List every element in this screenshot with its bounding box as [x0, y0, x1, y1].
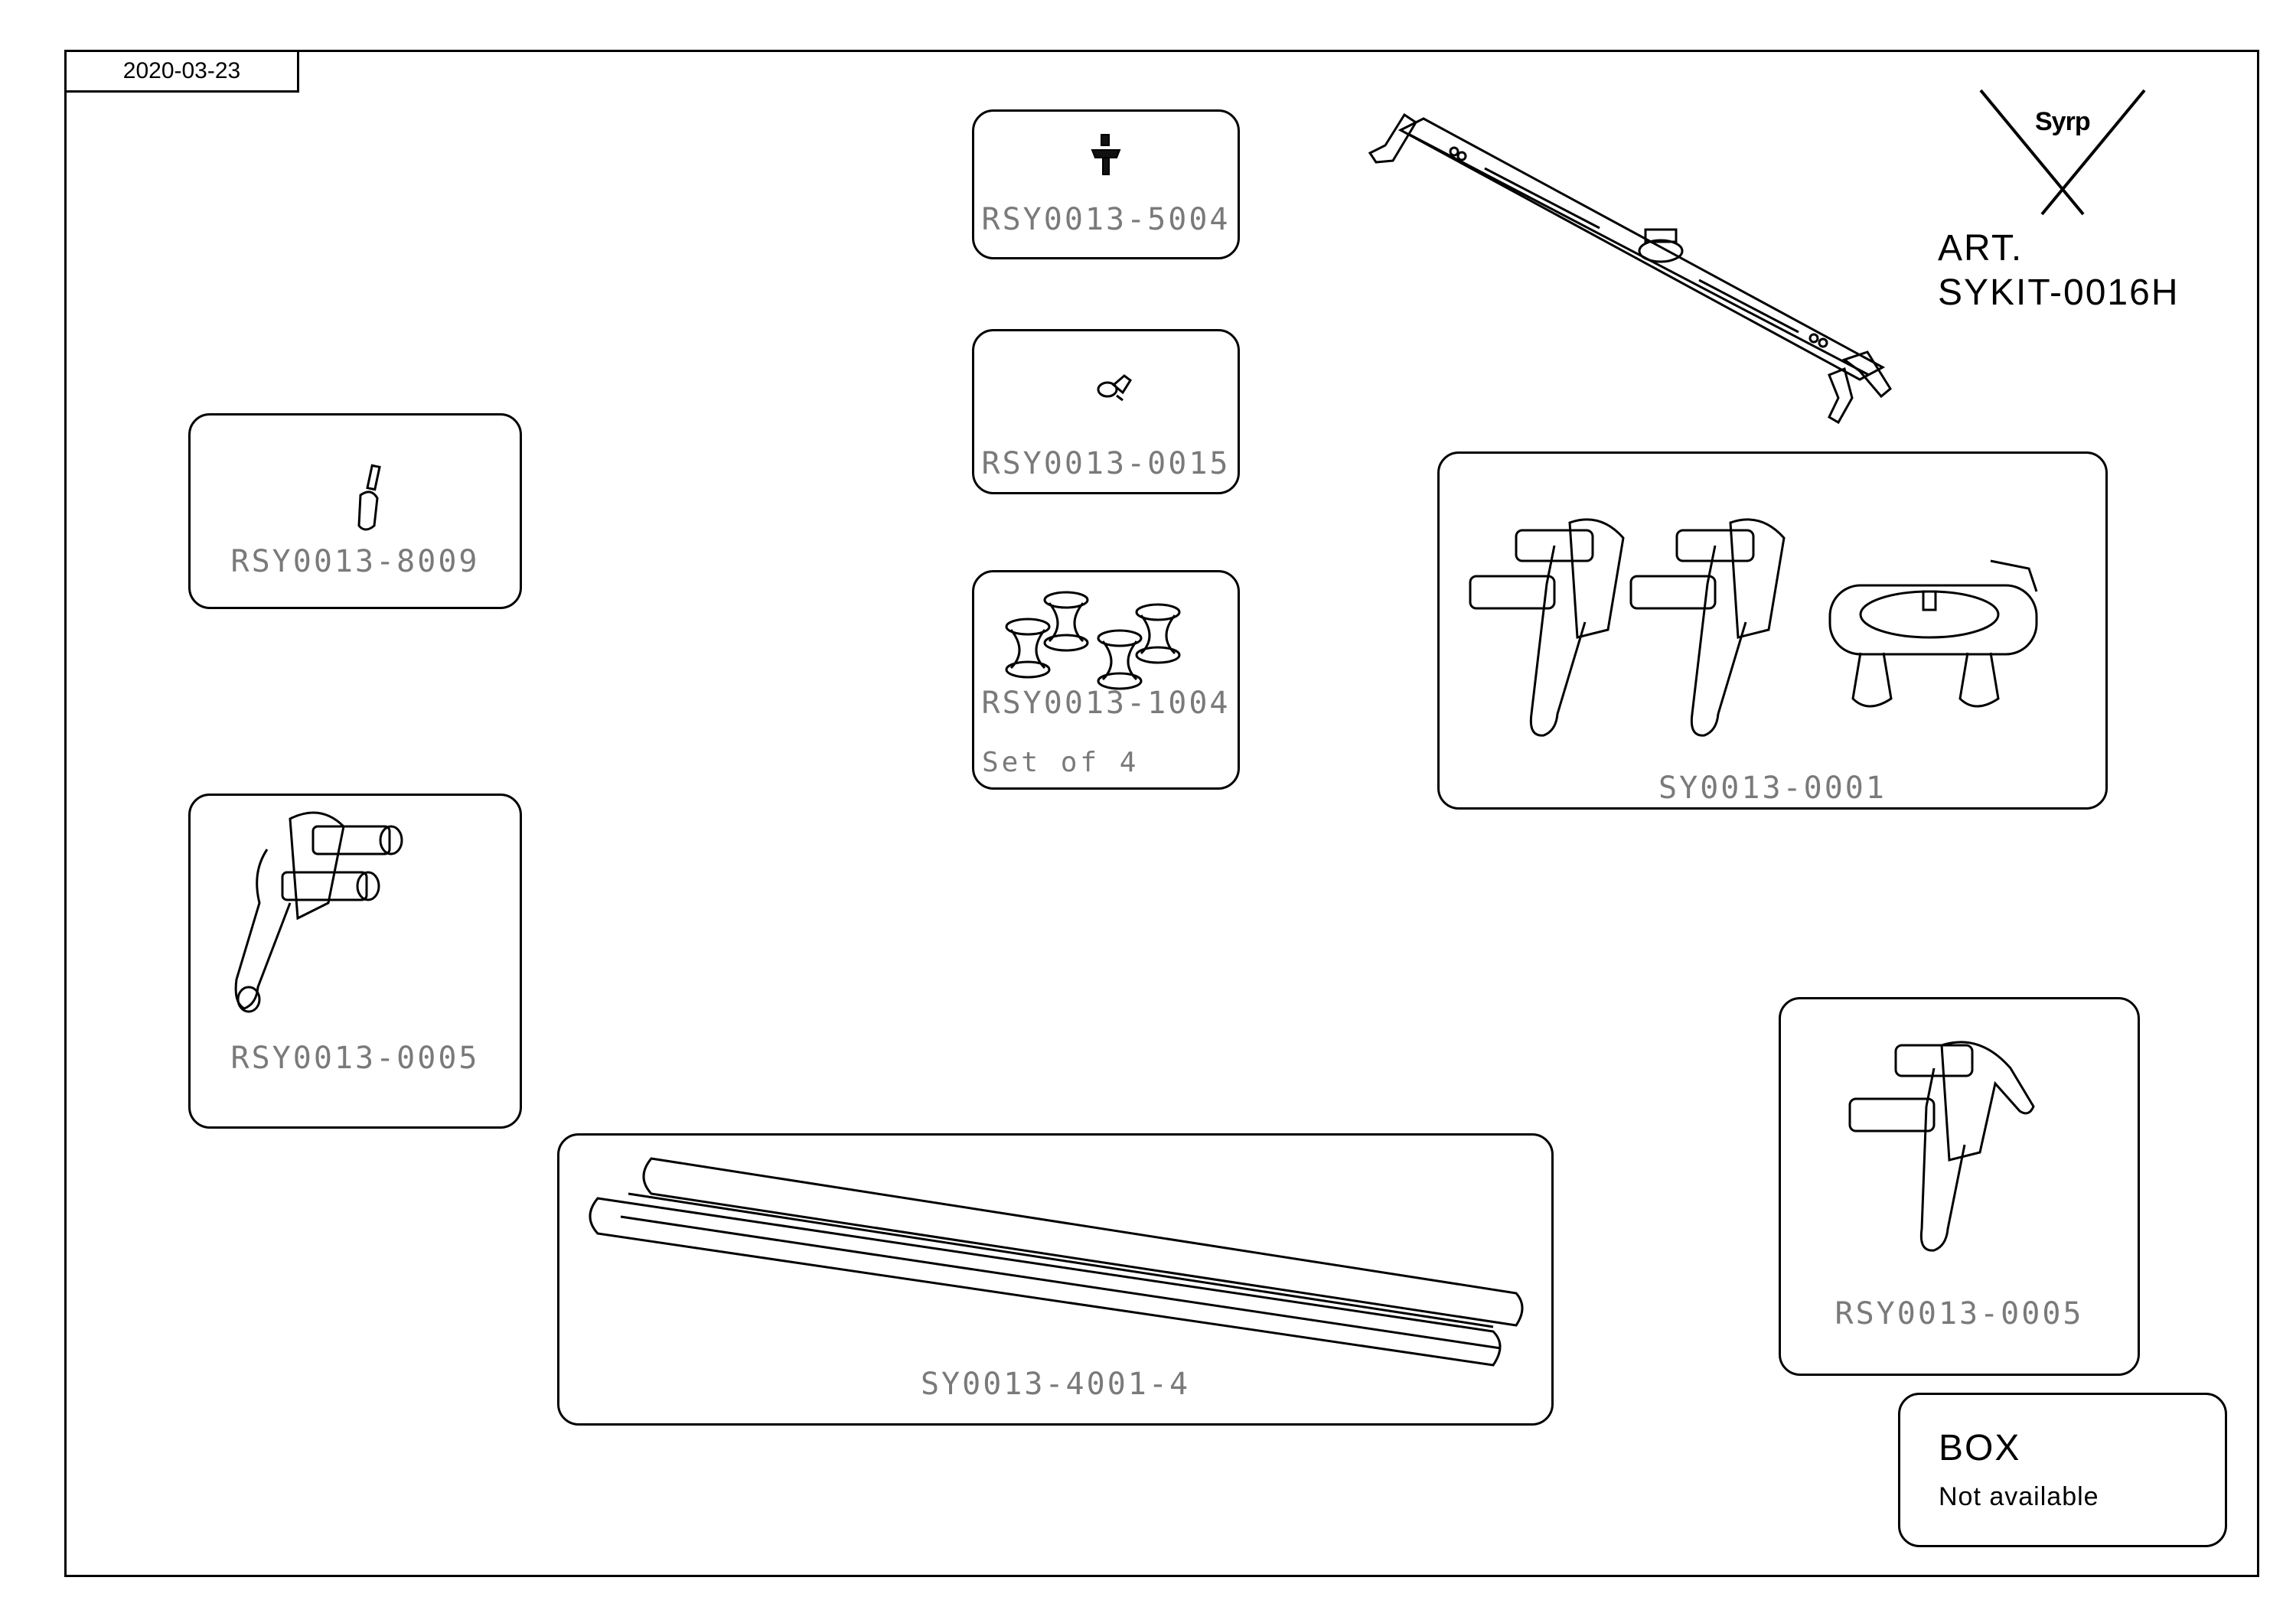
part-note: Set of 4 [982, 747, 1140, 778]
box-title: BOX [1939, 1428, 2021, 1468]
part-card-rsy0013-0005: RSY0013-0005 [188, 794, 522, 1129]
part-code: RSY0013-1004 [981, 686, 1231, 721]
wheel-set-icon [1005, 591, 1181, 690]
carriage-set-icon [1469, 518, 2038, 737]
date-label: 2020-03-23 [64, 50, 299, 93]
part-card-sy0013-0001: SY0013-0001 [1437, 451, 2108, 810]
clamp-icon [234, 811, 403, 1013]
rails-icon [589, 1157, 1524, 1367]
part-code: RSY0013-0005 [230, 1041, 480, 1076]
part-card-rsy0013-0015: RSY0013-0015 [972, 329, 1240, 494]
part-code: RSY0013-0015 [981, 446, 1231, 481]
article-code: SYKIT-0016H [1938, 272, 2180, 313]
clamp-icon [1848, 1041, 2035, 1252]
part-card-rsy0013-1004: RSY0013-1004 Set of 4 [972, 570, 1240, 790]
part-card-sy0013-4001-4: SY0013-4001-4 [557, 1133, 1554, 1426]
part-code: SY0013-4001-4 [920, 1367, 1191, 1402]
part-code: RSY0013-8009 [230, 544, 480, 579]
syrp-logo-icon [1979, 89, 2146, 216]
knob-icon [1097, 374, 1133, 402]
pin-icon [357, 464, 381, 531]
article-prefix: ART. [1938, 228, 2024, 269]
part-card-rsy0013-8009: RSY0013-8009 [188, 413, 522, 609]
part-card-rsy0013-0005: RSY0013-0005 [1779, 997, 2140, 1376]
part-card-rsy0013-5004: RSY0013-5004 [972, 109, 1240, 259]
part-code: SY0013-0001 [1658, 771, 1887, 806]
logo-brand: Syrp [2035, 107, 2091, 136]
article-block: ART. SYKIT-0016H [1938, 227, 2179, 315]
drawing-frame [64, 50, 2259, 1577]
part-code: RSY0013-5004 [981, 202, 1231, 237]
screw-icon [1091, 134, 1121, 175]
slider-assembly-icon [1368, 112, 1892, 425]
box-status: Not available [1939, 1482, 2099, 1511]
box-card: BOX Not available [1898, 1393, 2227, 1547]
part-code: RSY0013-0005 [1835, 1296, 2084, 1331]
